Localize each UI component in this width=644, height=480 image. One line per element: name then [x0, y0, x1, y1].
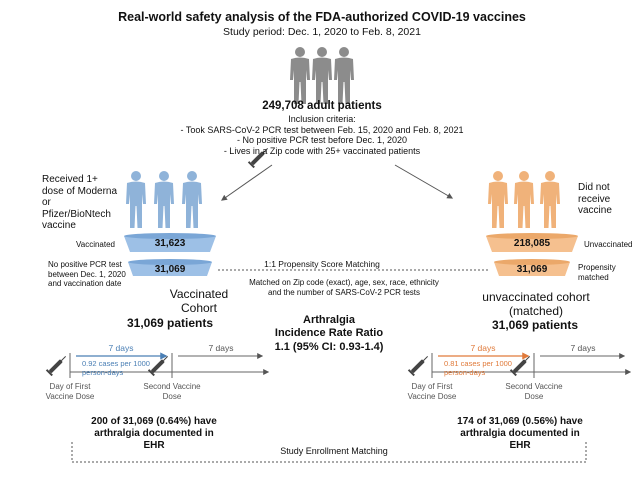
criteria-item: - Lives in a Zip code with 25+ vaccinate…: [223, 145, 421, 156]
vaccinated-timeline: [45, 352, 270, 378]
inclusion-criteria: Inclusion criteria: - Took SARS-CoV-2 PC…: [152, 114, 492, 156]
vaccinated-dose1: Day of First Vaccine Dose: [45, 382, 95, 401]
unvaccinated-7days-label: 7 days: [470, 343, 496, 353]
unvaccinated-count: 218,085: [513, 238, 551, 249]
unvaccinated-cohort-name: unvaccinated cohort (matched): [482, 290, 590, 318]
received-vaccine-label: Received 1+ dose of Moderna or Pfizer/Bi…: [42, 174, 118, 231]
population-count: 249,708 adult patients: [262, 100, 382, 112]
study-period: Study period: Dec. 1, 2020 to Feb. 8, 20…: [223, 26, 421, 38]
vaccinated-rate: 0.92 cases per 1000 person-days: [82, 359, 150, 377]
no-pcr-count: 31,069: [154, 264, 186, 275]
population-people-icon: [290, 47, 354, 104]
unvaccinated-label: Unvaccinated: [584, 240, 633, 249]
criteria-title: Inclusion criteria:: [288, 114, 356, 124]
unvaccinated-rate: 0.81 cases per 1000 person-days: [444, 359, 512, 377]
irr-value: 1.1 (95% CI: 0.93-1.4): [274, 341, 384, 353]
matching-description: Matched on Zip code (exact), age, sex, r…: [249, 278, 439, 297]
vaccinated-count: 31,623: [154, 238, 186, 249]
no-pcr-bar: [128, 262, 212, 276]
vaccinated-7days-label: 7 days: [108, 343, 134, 353]
criteria-item: - Took SARS-CoV-2 PCR test between Feb. …: [180, 124, 464, 135]
propensity-matched-bar: [494, 262, 570, 276]
unvaccinated-people-icon: [488, 171, 560, 228]
propensity-matched-label: Propensity matched: [578, 263, 616, 282]
vaccinated-7days-label-2: 7 days: [208, 343, 234, 353]
did-not-receive-label: Did not receive vaccine: [578, 182, 612, 216]
enrollment-bracket: [71, 442, 587, 463]
vaccinated-bar: [124, 236, 216, 252]
unvaccinated-result: 174 of 31,069 (0.56%) have arthralgia do…: [457, 416, 583, 451]
unvaccinated-timeline: [407, 352, 632, 378]
matched-count: 31,069: [516, 264, 548, 275]
irr-label: Incidence Rate Ratio: [274, 327, 384, 339]
vaccinated-label: Vaccinated: [76, 240, 115, 249]
outcome-label: Arthralgia: [303, 314, 355, 326]
diagram-title: Real-world safety analysis of the FDA-au…: [118, 10, 526, 24]
vaccinated-cohort-name: Vaccinated Cohort: [169, 287, 229, 315]
unvaccinated-cohort-count: 31,069 patients: [491, 318, 579, 332]
unvaccinated-dose1: Day of First Vaccine Dose: [407, 382, 457, 401]
arrow-to-unvaccinated: [394, 164, 454, 199]
arrow-to-vaccinated: [221, 164, 273, 201]
vaccinated-cohort-count: 31,069 patients: [126, 316, 214, 330]
enrollment-matching-label: Study Enrollment Matching: [280, 446, 388, 456]
vaccinated-people-icon: [126, 171, 202, 228]
matching-title: 1:1 Propensity Score Matching: [264, 259, 380, 269]
unvaccinated-bar: [486, 236, 578, 252]
vaccinated-dose2: Second Vaccine Dose: [143, 382, 201, 401]
no-pcr-label: No positive PCR test between Dec. 1, 202…: [48, 260, 126, 288]
criteria-item: - No positive PCR test before Dec. 1, 20…: [236, 135, 408, 145]
vaccinated-result: 200 of 31,069 (0.64%) have arthralgia do…: [91, 416, 217, 451]
unvaccinated-dose2: Second Vaccine Dose: [505, 382, 563, 401]
unvaccinated-7days-label-2: 7 days: [570, 343, 596, 353]
